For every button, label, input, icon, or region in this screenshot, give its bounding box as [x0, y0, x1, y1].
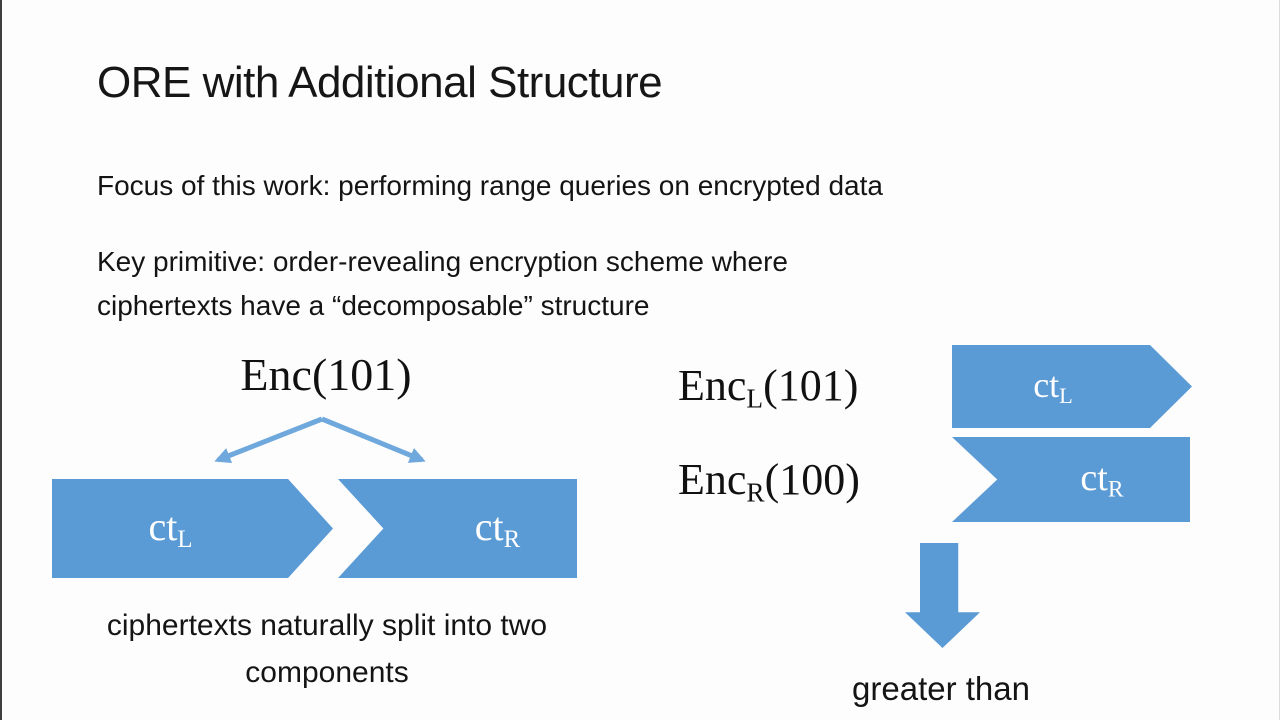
split-caption: ciphertexts naturally split into two com… — [42, 602, 612, 696]
focus-text: Focus of this work: performing range que… — [97, 170, 883, 201]
ct-right-label: ctR — [475, 503, 520, 554]
ct-left-result-shape: ctL — [952, 345, 1192, 428]
ct-right-result-label: ctR — [1080, 456, 1123, 504]
enc-right-subscript: R — [746, 477, 765, 508]
ct-right-base: ct — [474, 504, 504, 550]
ct-right-result-base: ct — [1080, 456, 1108, 499]
ct-left-subscript: L — [177, 525, 193, 553]
slide-title: ORE with Additional Structure — [97, 58, 663, 107]
ct-right-chevron-shape: ctR — [338, 479, 577, 578]
ct-left-label: ctL — [148, 503, 192, 554]
split-caption-line-2: components — [245, 656, 409, 689]
ct-right-result-shape: ctR — [952, 437, 1190, 522]
enc-left-101-label: EncL(101) — [678, 360, 858, 415]
enc-right-base: Enc — [678, 455, 747, 504]
enc-left-base: Enc — [678, 361, 747, 410]
ct-left-base: ct — [148, 504, 178, 550]
enc-right-args: (100) — [764, 455, 860, 504]
enc-left-subscript: L — [746, 383, 764, 414]
greater-than-label: greater than — [852, 670, 1030, 707]
left-edge-line — [0, 0, 2, 720]
ct-right-subscript: R — [503, 525, 521, 553]
ct-left-result-base: ct — [1033, 364, 1060, 405]
enc-right-100-label: EncR(100) — [678, 454, 860, 509]
enc-101-label: Enc(101) — [240, 349, 412, 400]
down-arrow-icon — [905, 543, 980, 648]
key-primitive-text: Key primitive: order-revealing encryptio… — [97, 240, 788, 328]
key-primitive-line-1: Key primitive: order-revealing encryptio… — [97, 246, 788, 277]
ct-left-arrow-shape: ctL — [52, 479, 333, 578]
split-caption-line-1: ciphertexts naturally split into two — [106, 609, 548, 642]
key-primitive-line-2: ciphertexts have a “decomposable” struct… — [97, 290, 650, 321]
ct-left-result-label: ctL — [1033, 364, 1073, 409]
enc-left-args: (101) — [763, 361, 859, 410]
ct-left-result-subscript: L — [1059, 383, 1073, 409]
ct-right-result-subscript: R — [1107, 476, 1124, 503]
split-arrows-icon — [214, 416, 426, 464]
